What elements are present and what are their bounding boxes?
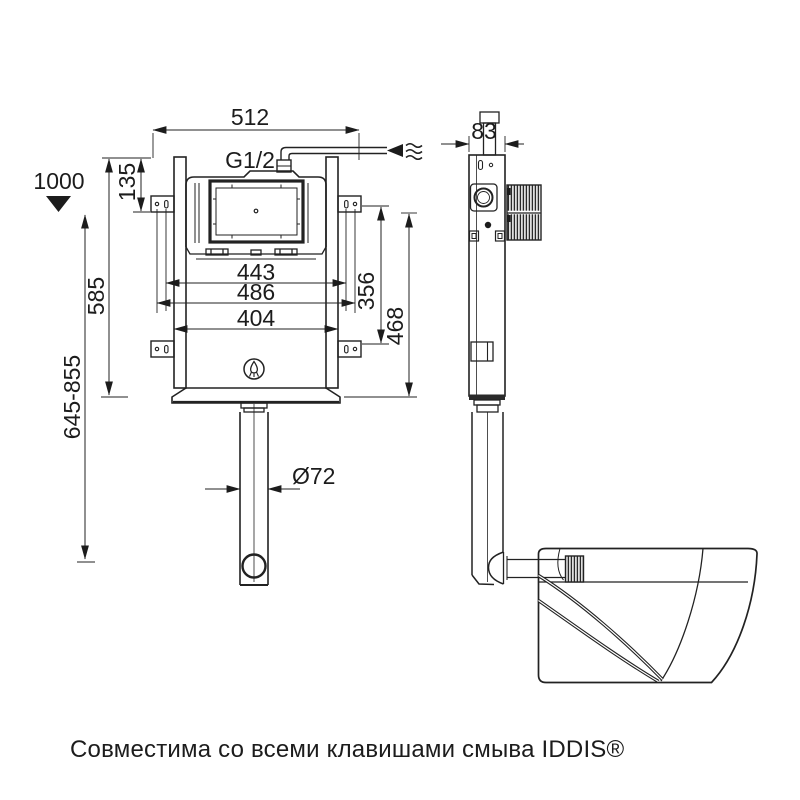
- side-body: [468, 111, 506, 413]
- toilet-bowl: [537, 547, 758, 684]
- drain-pipe: [239, 402, 269, 586]
- front-view: [46, 126, 423, 586]
- right-rail: [325, 156, 339, 389]
- tank-tray: [185, 246, 327, 260]
- cistern-tank: [185, 170, 327, 260]
- dim-rail-width: 404: [237, 305, 276, 331]
- panel-clips: [213, 184, 300, 239]
- dim-cistern-height: 468: [382, 307, 408, 345]
- left-rail: [173, 156, 187, 389]
- front-dimensions: [46, 126, 417, 563]
- dim-inlet-thread: G1/2: [225, 147, 275, 173]
- dim-top-offset: 135: [114, 163, 140, 201]
- wall-brackets: [150, 195, 362, 358]
- flow-arrow: [387, 144, 403, 157]
- tank-side-trims: [194, 183, 309, 243]
- drain-outlet: [241, 553, 267, 579]
- caption: Совместима со всеми клавишами смыва IDDI…: [70, 736, 625, 763]
- dim-mount-outer: 486: [237, 279, 275, 305]
- level-mark-triangle: [46, 196, 71, 212]
- dim-level-mark: 1000: [33, 168, 84, 194]
- dim-height-range: 645-855: [59, 355, 85, 439]
- frame-rails: [173, 156, 339, 389]
- dim-mount-inner: 443: [237, 259, 275, 285]
- dim-bracket-span: 356: [353, 272, 379, 310]
- dim-overall-width: 512: [231, 104, 269, 130]
- cistern-bottom-band: [171, 387, 341, 404]
- side-view: [441, 111, 758, 684]
- inlet-spud: [564, 555, 585, 583]
- dim-depth: 83: [471, 118, 497, 144]
- dim-frame-height: 585: [83, 277, 109, 315]
- dimension-labels: 512 G1/2 1000 135 585 645-855 443 486 40…: [33, 104, 496, 489]
- brand-logo: [243, 358, 265, 380]
- flush-plate-housing: [506, 184, 542, 241]
- access-panel-window: [215, 187, 298, 236]
- water-inlet-pipe: [276, 143, 423, 173]
- elbow-cone: [487, 551, 504, 585]
- panel-center-hole: [253, 208, 259, 214]
- side-drain-pipe: [471, 412, 566, 586]
- access-panel-frame: [208, 179, 305, 244]
- water-supply-squiggle: [405, 143, 423, 160]
- side-dimensions: [441, 136, 524, 152]
- dim-drain-diameter: Ø72: [292, 463, 335, 489]
